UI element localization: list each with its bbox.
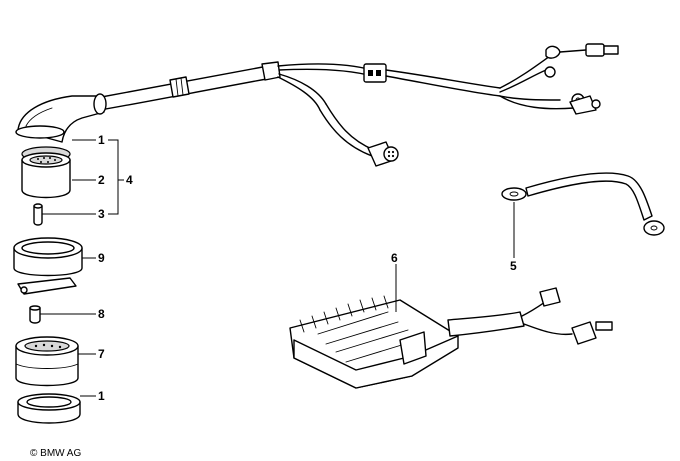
callout-3: 3	[98, 207, 105, 221]
plug-socket	[15, 336, 79, 387]
contact-pin-lower	[29, 305, 41, 324]
plug-boot	[15, 93, 107, 143]
socket-housing	[21, 146, 71, 199]
voltage-regulator	[289, 287, 613, 389]
callout-1-bottom: 1	[98, 389, 105, 403]
mounting-clamp	[13, 237, 83, 295]
callout-4: 4	[126, 173, 133, 187]
callout-2: 2	[98, 173, 105, 187]
callout-1-top: 1	[98, 133, 105, 147]
callout-7: 7	[98, 347, 105, 361]
callout-5: 5	[510, 259, 517, 273]
copyright-notice: © BMW AG	[30, 448, 81, 459]
leader-lines	[40, 139, 515, 397]
callout-8: 8	[98, 307, 105, 321]
sealing-ring	[17, 393, 81, 424]
ground-cable	[501, 172, 665, 236]
callout-6: 6	[391, 251, 398, 265]
callout-9: 9	[98, 251, 105, 265]
wiring-harness	[95, 43, 619, 167]
contact-pin-upper	[33, 203, 43, 226]
